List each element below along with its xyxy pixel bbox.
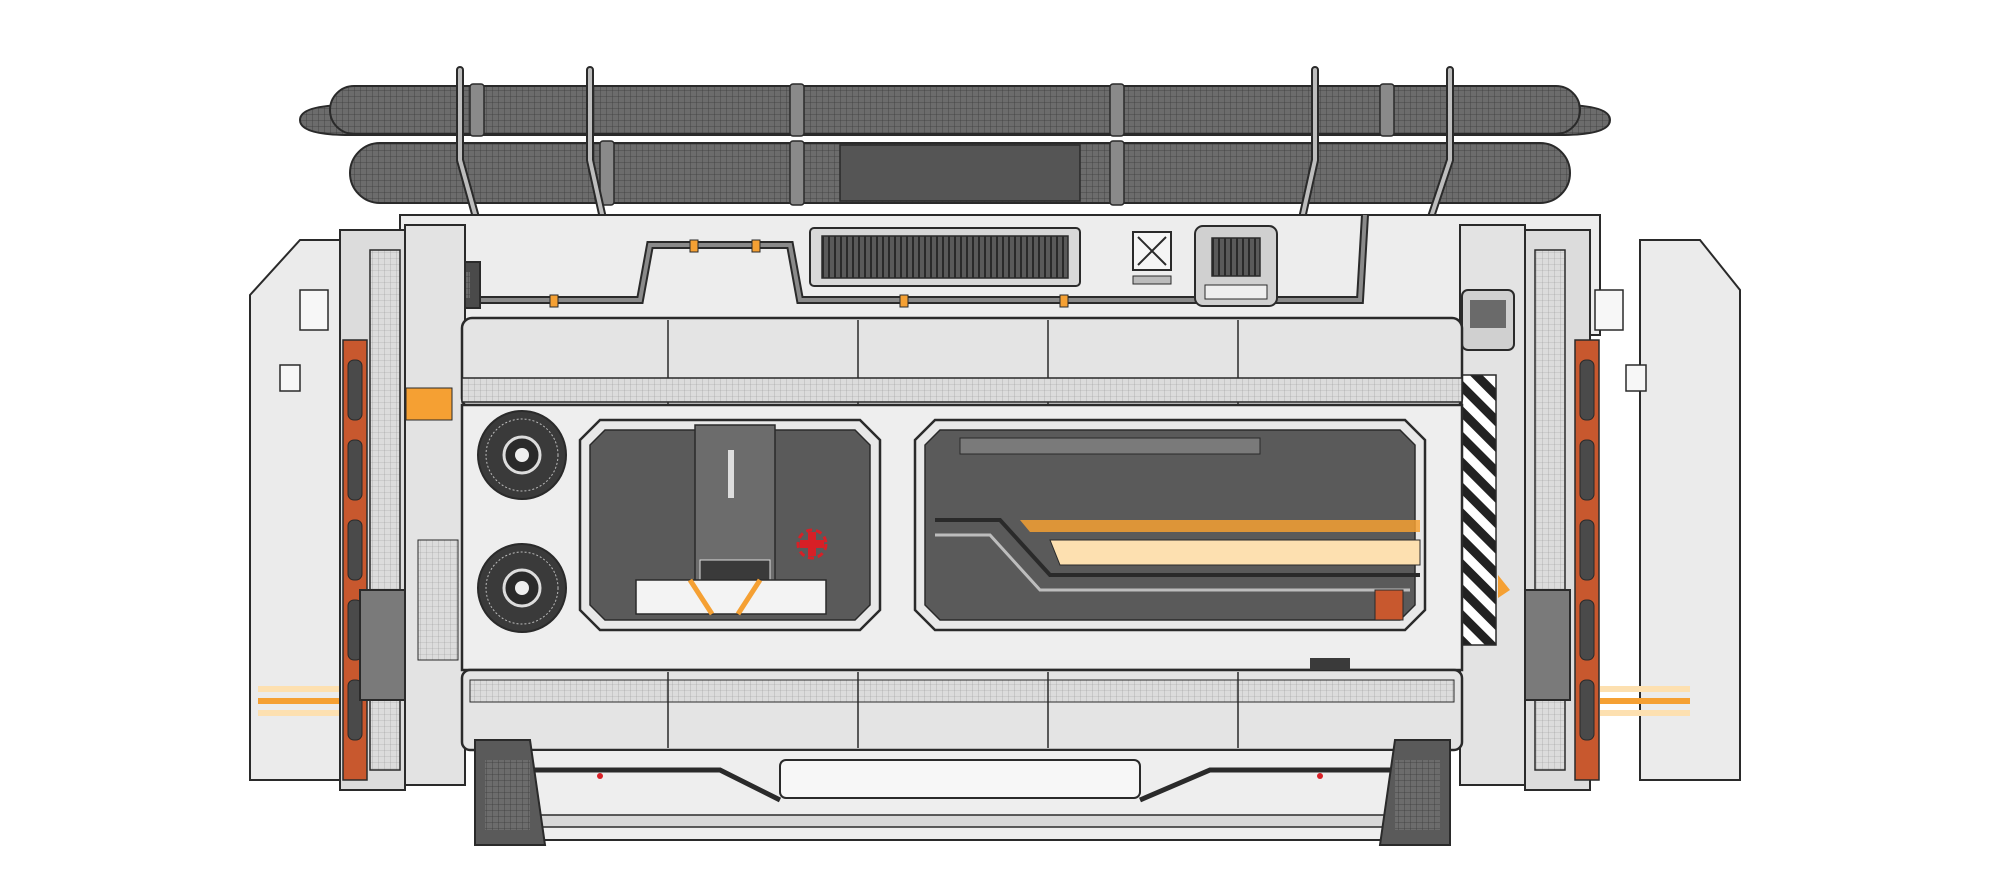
fan-icon (477, 543, 567, 633)
x-marker-icon (1132, 231, 1172, 285)
red-cross-symbol-icon (796, 528, 828, 560)
main-housing (460, 316, 1464, 752)
hazard-stripes-icon (1461, 374, 1497, 646)
right-wing (1459, 224, 1741, 791)
base-frame (474, 739, 1451, 846)
left-wing (249, 224, 466, 791)
vent-grille-icon (809, 227, 1081, 287)
fan-icon (477, 410, 567, 500)
